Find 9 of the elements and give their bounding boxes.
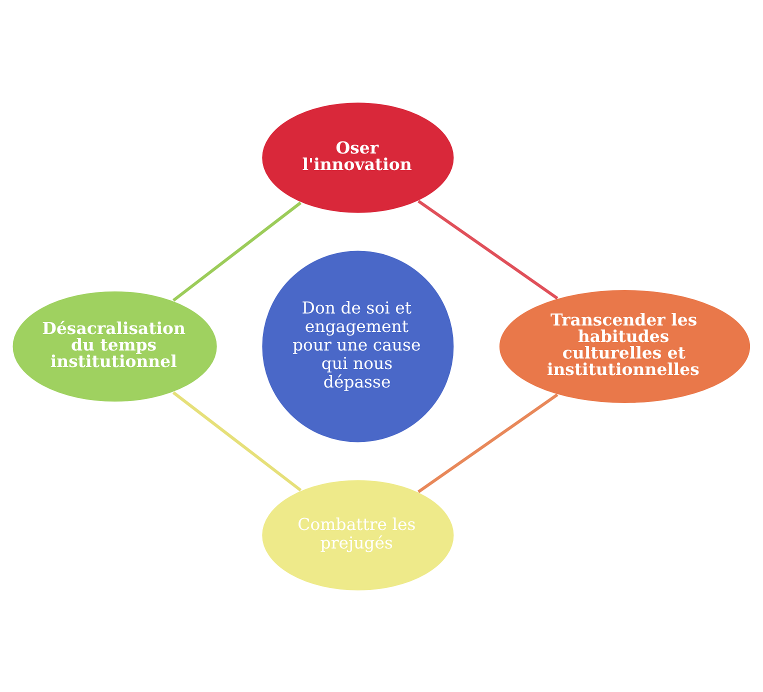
connector [418, 392, 558, 493]
node-ellipse: Combattre les prejugés [261, 478, 455, 591]
node-ellipse: Désacralisation du temps institutionnel [12, 290, 218, 402]
node-circle: Don de soi et engagement pour une cause qui nous dépasse [261, 249, 455, 443]
connector [418, 199, 558, 300]
node-ellipse: Transcender les habitudes culturelles et institutionnelles [498, 288, 752, 404]
connector [172, 390, 302, 492]
node-ellipse: Oser l'innovation [261, 101, 455, 214]
connector [172, 201, 302, 302]
